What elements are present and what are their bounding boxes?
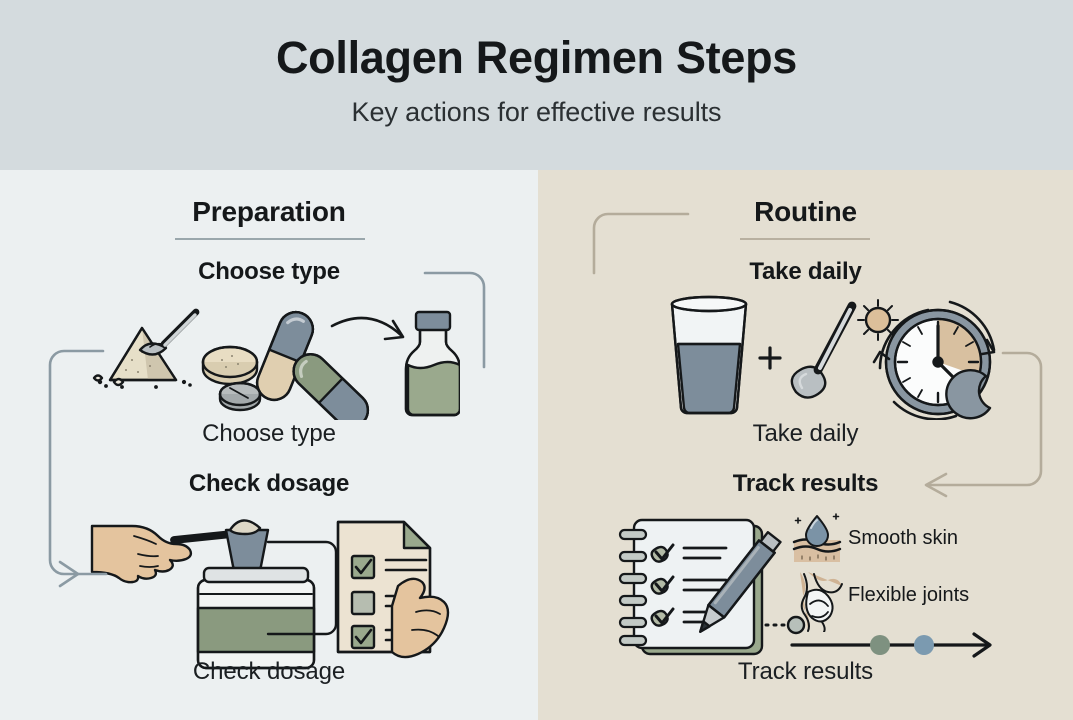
step-caption-track-results: Track results [737,658,874,685]
illustration-choose-type [80,290,462,429]
progress-timeline [788,630,1008,665]
page-title: Collagen Regimen Steps [275,32,797,83]
illustration-check-dosage [90,508,490,683]
panel-title-preparation: Preparation [192,196,346,227]
illustration-take-daily [656,292,996,425]
step-caption-check-dosage: Check dosage [192,658,346,685]
benefit-label-smooth-skin: Smooth skin [848,527,959,549]
header: Collagen Regimen Steps Key actions for e… [0,0,1073,170]
illustration-track-results [616,508,816,673]
step-caption-choose-type: Choose type [202,420,336,447]
panel-title-underline [175,238,365,240]
step-caption-take-daily: Take daily [752,420,859,447]
panel-preparation: Preparation Choose type [0,170,538,720]
panel-title-underline [740,238,870,240]
panel-routine: Routine Take daily [538,170,1073,720]
page-subtitle: Key actions for effective results [351,97,722,128]
benefit-label-flexible-joints: Flexible joints [848,584,970,606]
step-heading-choose-type: Choose type [198,258,340,285]
step-heading-take-daily: Take daily [749,258,862,285]
benefit-icon-smooth-skin [788,510,848,571]
benefit-icon-flexible-joints [790,570,848,637]
step-heading-track-results: Track results [732,470,879,497]
step-heading-check-dosage: Check dosage [188,470,350,497]
panel-title-routine: Routine [754,196,857,227]
